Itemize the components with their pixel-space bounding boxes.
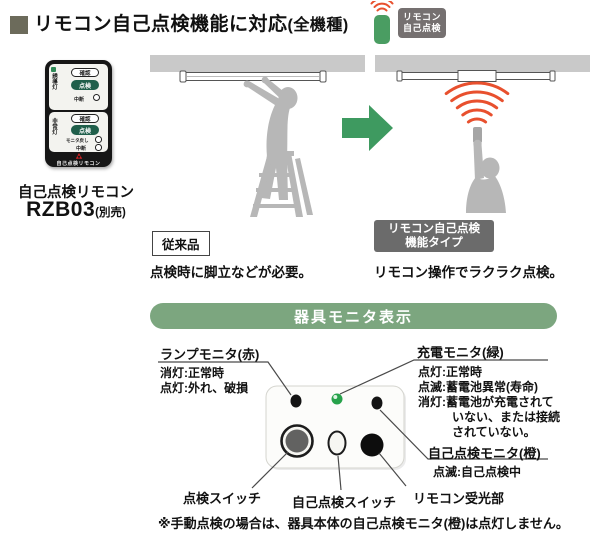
lamp-monitor-title: ランプモニタ(赤) <box>160 347 260 362</box>
monitor-panel <box>265 385 405 469</box>
product-name: 自己点検リモコン <box>18 185 134 201</box>
selfcheck-monitor-line1: 点滅:自己点検中 <box>433 465 521 479</box>
model-number: RZB03 <box>26 198 96 221</box>
remote-lower-panel: 非常灯 確認 点検 モニタ戻し 中断 <box>49 112 108 152</box>
ceiling <box>375 55 590 72</box>
arrow-right-icon <box>342 105 393 151</box>
receiver-unit <box>457 70 497 82</box>
tag-line2: 機能タイプ <box>405 237 463 249</box>
ir-receiver <box>360 433 384 457</box>
monitor-return-label: モニタ戻し <box>66 138 89 143</box>
emergency-light-label: 非常灯 <box>51 118 57 135</box>
selfcheck-badge: リモコン 自己点検 <box>398 8 446 38</box>
monitor-return-button <box>95 136 102 143</box>
selfcheck-remote-image: 誘導灯 確認 点検 中断 非常灯 確認 点検 モニタ戻し 中断 自己点検リモコン <box>45 60 112 167</box>
selfcheck-monitor-title: 自己点検モニタ(橙) <box>428 446 541 461</box>
check-switch-button <box>280 424 314 458</box>
ladder-inspection-illustration <box>150 55 365 217</box>
conventional-product-tag: 従来品 <box>152 231 210 256</box>
selfcheck-switch-button <box>327 430 347 456</box>
receiver-label: リモコン受光部 <box>413 491 505 506</box>
confirm-button: 確認 <box>71 68 99 77</box>
lamp-monitor-line2: 点灯:外れ、破損 <box>160 381 249 395</box>
pause-label: 中断 <box>76 146 87 152</box>
charge-monitor-line2: 点滅:蓄電池異常(寿命) <box>418 380 538 394</box>
confirm-button: 確認 <box>71 114 99 123</box>
remote-signal-icon <box>370 1 394 44</box>
charge-monitor-title: 充電モニタ(緑) <box>417 345 504 360</box>
section-bullet <box>10 16 28 34</box>
remote-inspection-illustration <box>375 55 590 213</box>
selfcheck-led <box>371 396 383 410</box>
charge-monitor-line3: 消灯:蓄電池が充電されて <box>418 395 554 409</box>
model-note: (別売) <box>95 207 126 219</box>
charge-monitor-line5: されていない。 <box>452 425 536 439</box>
check-button: 点検 <box>71 80 99 90</box>
check-switch-label: 点検スイッチ <box>183 491 262 506</box>
pause-button <box>95 144 102 151</box>
pause-label: 中断 <box>74 97 85 103</box>
conventional-caption: 点検時に脚立などが必要。 <box>150 265 312 280</box>
selfcheck-switch-label: 自己点検スイッチ <box>292 495 397 510</box>
remote-footer: 自己点検リモコン <box>49 153 108 167</box>
worker-on-ladder-silhouette <box>243 76 313 217</box>
page-title-suffix: (全機種) <box>287 17 349 34</box>
guide-light-icon <box>51 67 56 72</box>
charge-monitor-line4: いない、または接続 <box>452 410 561 424</box>
remote-upper-panel: 誘導灯 確認 点検 中断 <box>49 64 108 110</box>
selfcheck-badge-line2: 自己点検 <box>402 23 441 33</box>
page-title-main: リモコン自己点検機能に対応 <box>34 14 288 35</box>
remote-selfcheck-type-tag: リモコン自己点検 機能タイプ <box>374 220 494 252</box>
check-button: 点検 <box>71 125 99 135</box>
lamp-led <box>290 394 302 408</box>
tag-line1: リモコン自己点検 <box>388 223 480 235</box>
footnote: ※手動点検の場合は、器具本体の自己点検モニタ(橙)は点灯しません。 <box>158 516 569 531</box>
product-model: RZB03(別売) <box>16 198 136 222</box>
signal-waves-icon <box>444 81 510 124</box>
selfcheck-badge-line1: リモコン <box>402 12 441 22</box>
remote-footer-text: 自己点検リモコン <box>56 161 101 167</box>
pause-button <box>93 94 100 101</box>
guide-light-label: 誘導灯 <box>51 73 57 90</box>
charge-led <box>331 393 343 405</box>
monitor-section-heading: 器具モニタ表示 <box>150 303 557 329</box>
charge-monitor-line1: 点灯:正常時 <box>418 365 482 379</box>
mitsubishi-logo-icon <box>75 153 82 159</box>
remote-selfcheck-caption: リモコン操作でラクラク点検。 <box>374 265 563 280</box>
ceiling <box>150 55 365 72</box>
worker-with-remote-silhouette <box>466 127 506 213</box>
page-title: リモコン自己点検機能に対応(全機種) <box>34 9 349 36</box>
lamp-monitor-line1: 消灯:正常時 <box>160 366 224 380</box>
